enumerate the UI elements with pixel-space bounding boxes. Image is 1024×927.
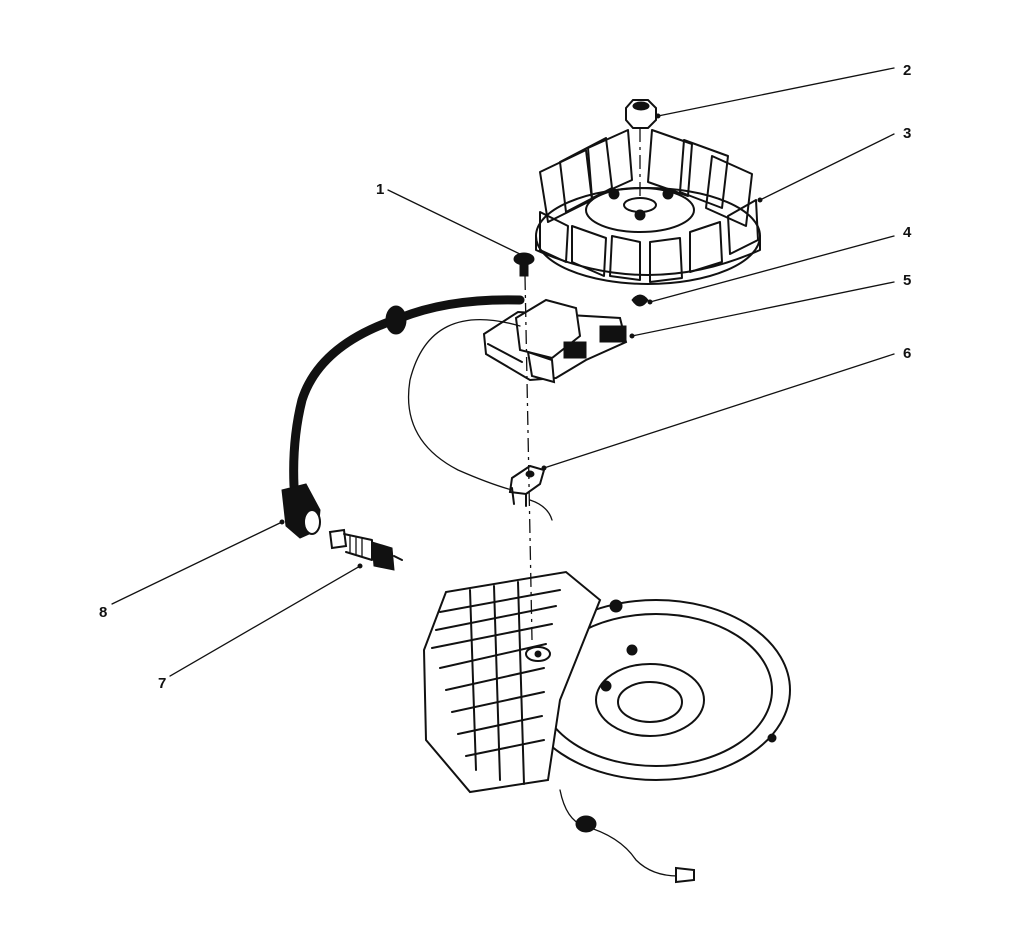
flywheel-nut [625, 99, 657, 129]
spark-plug-boot [281, 483, 321, 539]
spark-plug [328, 528, 403, 571]
flywheel [535, 129, 761, 285]
callout-8: 8 [99, 604, 107, 621]
leader-lines [111, 67, 895, 677]
kill-wire [559, 789, 695, 884]
callout-3: 3 [903, 125, 911, 142]
callout-5: 5 [903, 272, 911, 289]
wiring [289, 295, 525, 491]
flywheel-key [631, 294, 649, 307]
callout-2: 2 [903, 62, 911, 79]
callout-4: 4 [903, 224, 912, 241]
engine-block [422, 570, 791, 794]
ignition-module [482, 298, 628, 384]
callout-labels: 1 2 3 4 5 6 7 8 [99, 62, 912, 692]
callout-7: 7 [158, 675, 166, 692]
alignment-lines [524, 128, 641, 641]
callout-6: 6 [903, 345, 911, 362]
callout-1: 1 [376, 181, 384, 198]
ground-clip [508, 464, 553, 521]
ignition-screw [513, 252, 535, 277]
